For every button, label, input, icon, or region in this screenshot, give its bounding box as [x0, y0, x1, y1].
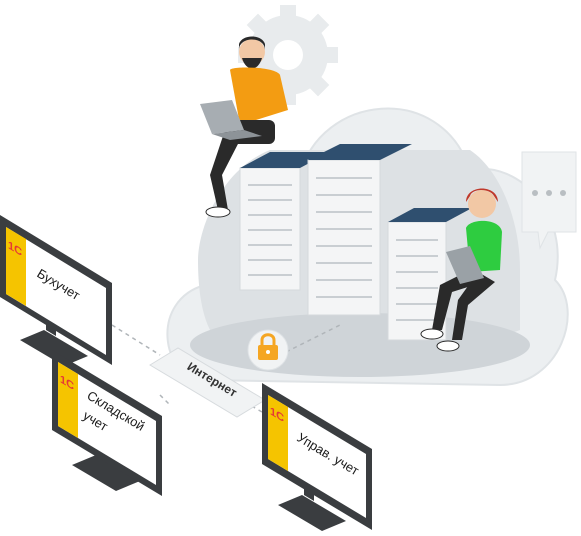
monitor-management: 1С Управ. учет [262, 383, 372, 531]
monitor-accounting: 1С Бухучет [0, 215, 112, 366]
woman-with-tablet [420, 188, 502, 352]
chat-bubble-icon [521, 151, 577, 250]
server-rack [307, 144, 412, 316]
server-rack [239, 152, 330, 291]
monitor-warehouse: 1С Складской учет [52, 350, 162, 496]
tablet-icon [446, 246, 484, 284]
network-lines [111, 324, 341, 413]
laptop-icon [200, 100, 262, 140]
man-with-laptop [200, 36, 288, 218]
server-racks [239, 144, 472, 341]
lock-icon [247, 329, 289, 371]
